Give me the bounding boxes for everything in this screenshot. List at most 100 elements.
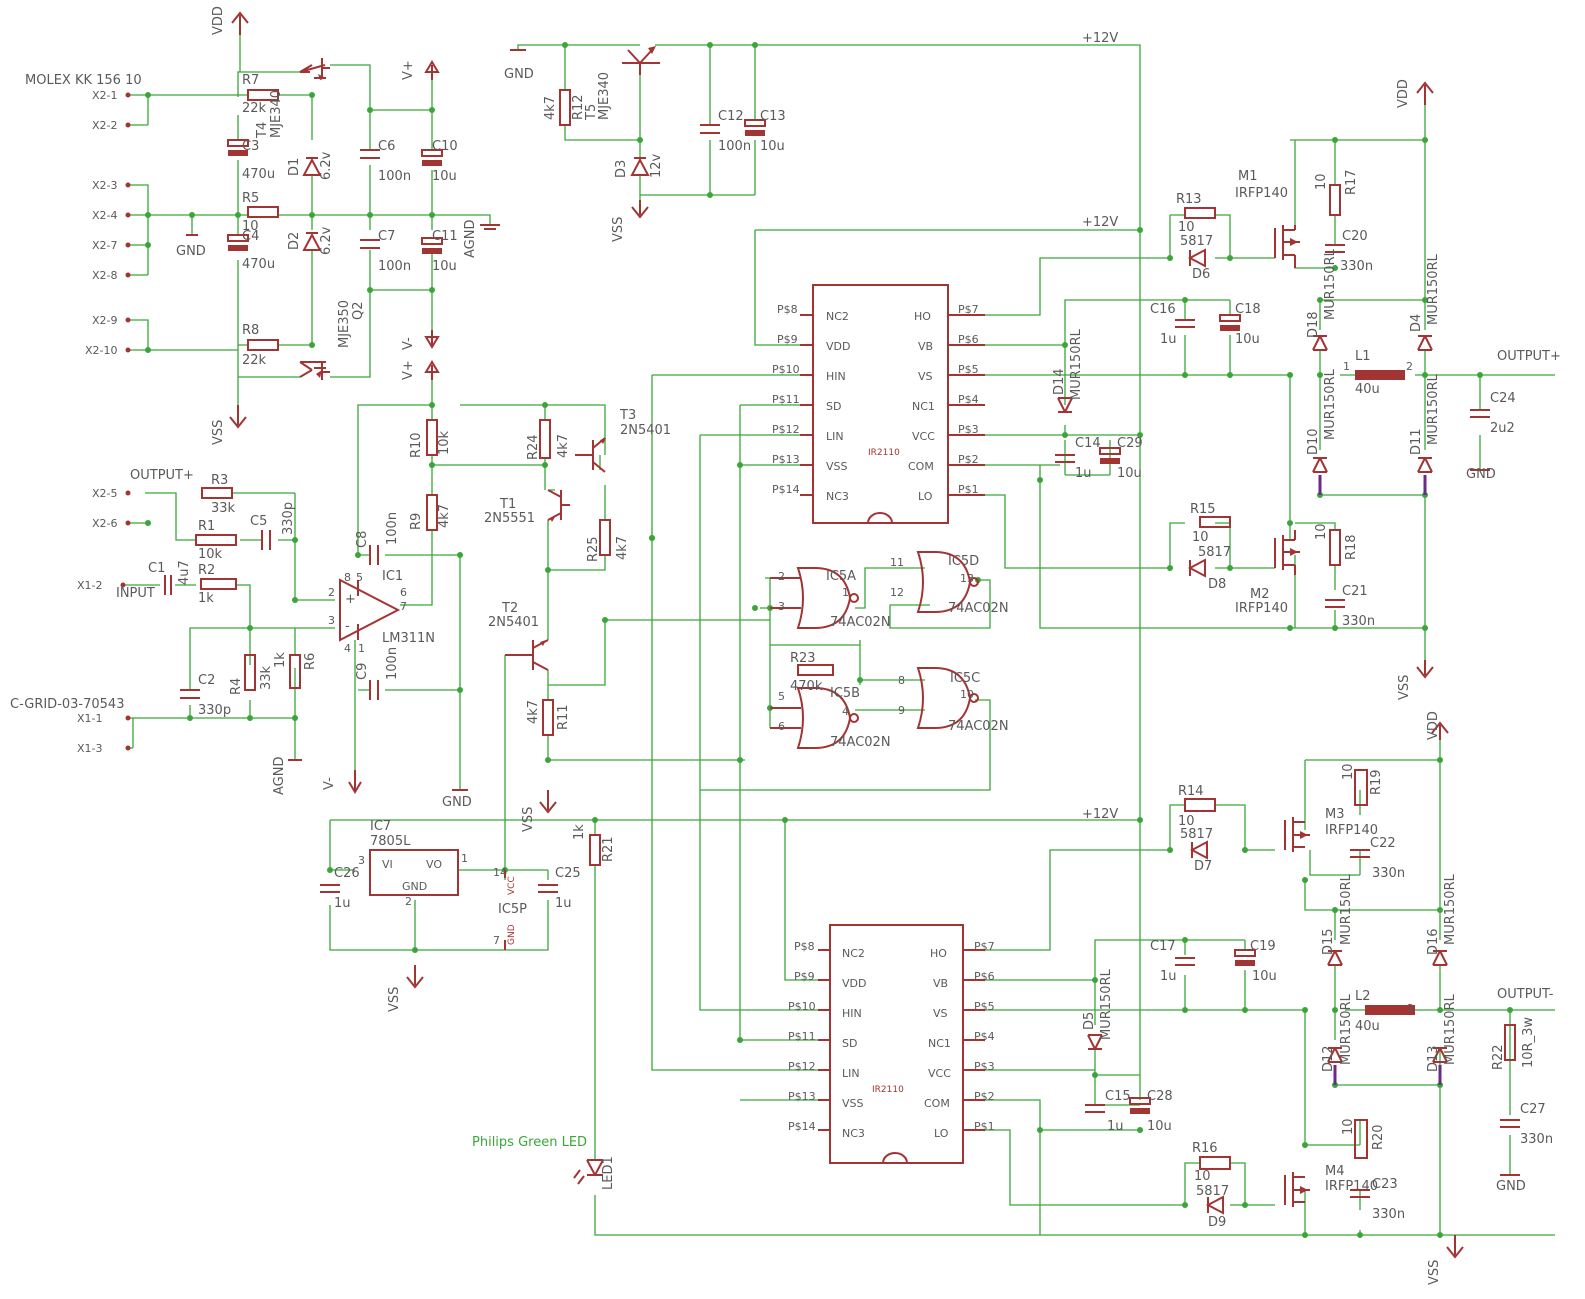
svg-text:C25: C25 — [555, 866, 581, 881]
svg-text:MUR150RL: MUR150RL — [1323, 368, 1338, 440]
svg-text:40u: 40u — [1355, 382, 1380, 397]
vplus-symbol: V+ — [401, 360, 440, 380]
svg-text:HO: HO — [914, 310, 931, 323]
svg-text:14: 14 — [493, 866, 507, 879]
svg-text:C29: C29 — [1117, 436, 1143, 451]
pin-label: X2-1 — [92, 89, 118, 102]
svg-text:IC5A: IC5A — [826, 569, 856, 584]
svg-text:4u7: 4u7 — [177, 560, 192, 585]
svg-text:R25: R25 — [586, 536, 601, 562]
svg-text:VSS: VSS — [211, 420, 226, 445]
svg-text:6: 6 — [778, 720, 785, 733]
svg-text:9: 9 — [898, 704, 905, 717]
svg-text:MUR150RL: MUR150RL — [1323, 248, 1338, 320]
svg-text:5: 5 — [356, 571, 363, 584]
svg-text:C9: C9 — [355, 663, 370, 680]
svg-text:IC5D: IC5D — [948, 554, 979, 569]
svg-text:D2: D2 — [287, 232, 302, 250]
svg-text:VSS: VSS — [826, 460, 848, 473]
svg-text:R3: R3 — [211, 473, 228, 488]
svg-text:100n: 100n — [385, 512, 400, 545]
svg-text:P$6: P$6 — [974, 970, 995, 983]
svg-text:D3: D3 — [614, 160, 629, 178]
svg-text:P$2: P$2 — [974, 1090, 995, 1103]
svg-text:R6: R6 — [303, 653, 318, 670]
svg-text:10: 10 — [1178, 814, 1195, 829]
svg-text:T4: T4 — [255, 122, 270, 139]
svg-text:C10: C10 — [432, 139, 458, 154]
svg-text:100n: 100n — [718, 139, 751, 154]
svg-text:C15: C15 — [1105, 1089, 1131, 1104]
svg-text:D4: D4 — [1409, 314, 1424, 332]
svg-text:D8: D8 — [1208, 577, 1226, 592]
svg-text:R24: R24 — [526, 434, 541, 460]
resistor-r6: R6 1k — [273, 652, 318, 689]
svg-text:V+: V+ — [401, 360, 416, 380]
svg-text:11: 11 — [890, 556, 904, 569]
svg-text:2N5401: 2N5401 — [488, 615, 539, 630]
svg-text:C22: C22 — [1370, 836, 1396, 851]
gnd-symbol: GND — [176, 234, 206, 259]
svg-text:1u: 1u — [1160, 332, 1177, 347]
svg-text:5817: 5817 — [1180, 234, 1213, 249]
gnd-symbol: GND — [1466, 467, 1496, 482]
supply-symbols: VDD VSS GND V+ V- AGND GND VSS +12V +12V… — [176, 6, 1526, 1285]
connector-label: C-GRID-03-70543 — [10, 697, 124, 712]
svg-text:R5: R5 — [242, 191, 259, 206]
svg-text:4k7: 4k7 — [437, 504, 452, 528]
svg-text:7: 7 — [493, 934, 500, 947]
svg-text:HIN: HIN — [826, 370, 846, 383]
svg-text:LO: LO — [918, 490, 933, 503]
svg-text:R18: R18 — [1344, 534, 1359, 560]
gnd-symbol: GND — [442, 789, 472, 810]
svg-text:22k: 22k — [242, 353, 267, 368]
svg-text:P$14: P$14 — [772, 483, 800, 496]
svg-text:MUR150RL: MUR150RL — [1443, 873, 1458, 945]
vdd-symbol: VDD — [1396, 79, 1434, 108]
svg-text:10: 10 — [1341, 1118, 1356, 1135]
svg-text:22k: 22k — [242, 101, 267, 116]
svg-text:1k: 1k — [273, 652, 288, 668]
svg-text:NC1: NC1 — [912, 400, 935, 413]
pin-label: X2-2 — [92, 119, 118, 132]
svg-text:MUR150RL: MUR150RL — [1443, 993, 1458, 1065]
svg-text:VDD: VDD — [1396, 79, 1411, 108]
svg-text:D16: D16 — [1426, 928, 1441, 955]
svg-text:R19: R19 — [1369, 769, 1384, 795]
vss-symbol: VSS — [1427, 1235, 1464, 1285]
svg-text:C26: C26 — [334, 866, 360, 881]
svg-text:VS: VS — [933, 1007, 948, 1020]
svg-text:IC5B: IC5B — [830, 686, 860, 701]
vss-symbol: VSS — [1397, 660, 1434, 700]
connector-label: MOLEX KK 156 10 — [25, 73, 142, 88]
svg-text:74AC02N: 74AC02N — [830, 615, 891, 630]
svg-text:IC1: IC1 — [382, 569, 403, 584]
svg-text:IRFP140: IRFP140 — [1235, 601, 1288, 616]
svg-text:C11: C11 — [432, 229, 458, 244]
svg-text:R1: R1 — [198, 519, 215, 534]
svg-text:P$7: P$7 — [958, 303, 979, 316]
